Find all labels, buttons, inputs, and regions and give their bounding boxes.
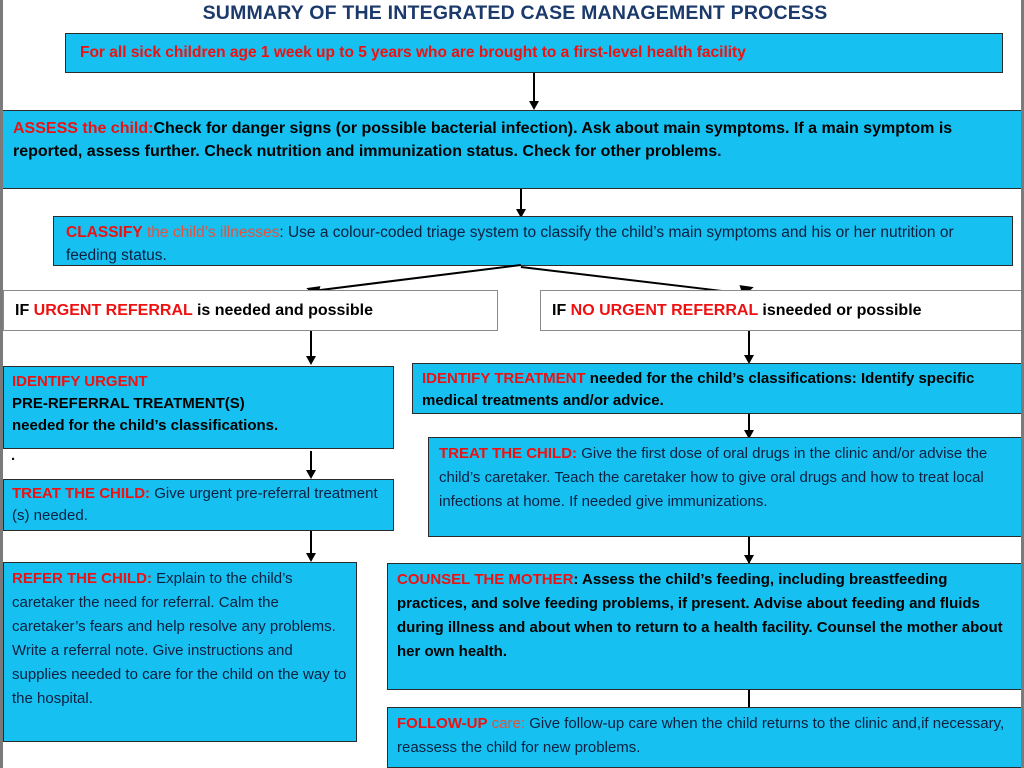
treat-child-left-box: TREAT THE CHILD: Give urgent pre-referra…	[3, 479, 394, 531]
assess-label: ASSESS the child:	[13, 120, 154, 137]
counsel-mother-colon: :	[573, 571, 579, 588]
identify-urgent-line2: PRE-REFERRAL TREATMENT(S)	[12, 395, 245, 412]
classify-body: Use a colour-coded triage system to clas…	[66, 224, 954, 264]
arrow-branch-left	[306, 264, 521, 293]
arrow-identify-to-treat-head	[306, 470, 316, 479]
arrow-treat-to-counsel-head	[744, 555, 754, 564]
treat-child-left-body: Give urgent pre-referral treatment (s) n…	[12, 485, 378, 524]
arrow-header-to-assess-line	[533, 73, 535, 103]
arrow-header-to-assess-head	[529, 101, 539, 110]
refer-child-body: Explain to the child’s caretaker the nee…	[12, 570, 347, 707]
arrow-to-identify-urgent-head	[306, 356, 316, 365]
assess-box: ASSESS the child:Check for danger signs …	[3, 110, 1021, 189]
classify-box: CLASSIFY the child’s illnesses: Use a co…	[53, 216, 1013, 266]
arrow-to-identify-treatment-head	[744, 355, 754, 364]
identify-treatment-label: IDENTIFY TREATMENT	[422, 370, 586, 387]
header-box: For all sick children age 1 week up to 5…	[65, 33, 1003, 73]
classify-colon: :	[279, 224, 284, 241]
arrow-to-identify-treatment-line	[748, 331, 750, 359]
branch-left-box: IF URGENT REFERRAL is needed and possibl…	[3, 290, 498, 331]
identify-urgent-line1: IDENTIFY URGENT	[12, 373, 148, 390]
follow-up-label-secondary: care:	[487, 715, 526, 732]
identify-urgent-line3: needed for the child’s classifications.	[12, 417, 279, 434]
arrow-treat-to-refer-head	[306, 553, 316, 562]
follow-up-box: FOLLOW-UP care: Give follow-up care when…	[387, 707, 1021, 768]
refer-child-label: REFER THE CHILD:	[12, 570, 152, 587]
arrow-assess-to-classify-line	[520, 189, 522, 212]
assess-tail: .	[717, 143, 722, 160]
branch-right-prefix: IF	[552, 301, 571, 319]
treat-child-right-body: Give the first dose of oral drugs in the…	[439, 445, 988, 510]
branch-left-suffix: is needed and possible	[192, 301, 373, 319]
identify-urgent-box: IDENTIFY URGENT PRE-REFERRAL TREATMENT(S…	[3, 366, 394, 449]
identify-treatment-box: IDENTIFY TREATMENT needed for the child’…	[412, 363, 1021, 414]
counsel-mother-box: COUNSEL THE MOTHER: Assess the child’s f…	[387, 563, 1021, 690]
arrow-to-identify-urgent-line	[310, 331, 312, 359]
page-title: SUMMARY OF THE INTEGRATED CASE MANAGEMEN…	[202, 2, 828, 24]
follow-up-body: Give follow-up care when the child retur…	[397, 715, 1005, 756]
branch-right-suffix: isneeded or possible	[757, 301, 922, 319]
arrow-identify-treatment-to-treat-head	[744, 430, 754, 439]
arrow-identify-to-treat-line	[310, 451, 312, 475]
branch-left-emphasis: URGENT REFERRAL	[33, 301, 193, 319]
treat-child-right-box: TREAT THE CHILD: Give the first dose of …	[428, 437, 1021, 537]
arrow-assess-to-classify-head	[516, 209, 526, 218]
refer-child-box: REFER THE CHILD: Explain to the child’s …	[3, 562, 357, 742]
classify-label-secondary: the child’s illnesses	[142, 224, 280, 241]
arrow-identify-treatment-to-treat-line	[748, 414, 750, 436]
arrow-counsel-to-followup-line	[748, 690, 750, 713]
arrow-treat-to-refer-line	[310, 531, 312, 558]
assess-body: Check for danger signs (or possible bact…	[13, 120, 953, 160]
stray-dot: .	[11, 447, 16, 464]
counsel-mother-label: COUNSEL THE MOTHER	[397, 571, 574, 588]
treat-child-left-label: TREAT THE CHILD:	[12, 485, 151, 502]
follow-up-label: FOLLOW-UP	[397, 715, 488, 732]
identify-treatment-body: needed for the child’s classifications: …	[422, 370, 975, 409]
branch-right-box: IF NO URGENT REFERRAL isneeded or possib…	[540, 290, 1021, 331]
classify-label: CLASSIFY	[66, 224, 143, 241]
arrow-treat-to-counsel-line	[748, 537, 750, 565]
branch-right-emphasis: NO URGENT REFERRAL	[570, 301, 758, 319]
branch-left-prefix: IF	[15, 301, 34, 319]
header-box-text: For all sick children age 1 week up to 5…	[80, 44, 746, 61]
treat-child-right-label: TREAT THE CHILD:	[439, 445, 578, 462]
counsel-mother-body: Assess the child’s feeding, including br…	[397, 571, 1003, 660]
